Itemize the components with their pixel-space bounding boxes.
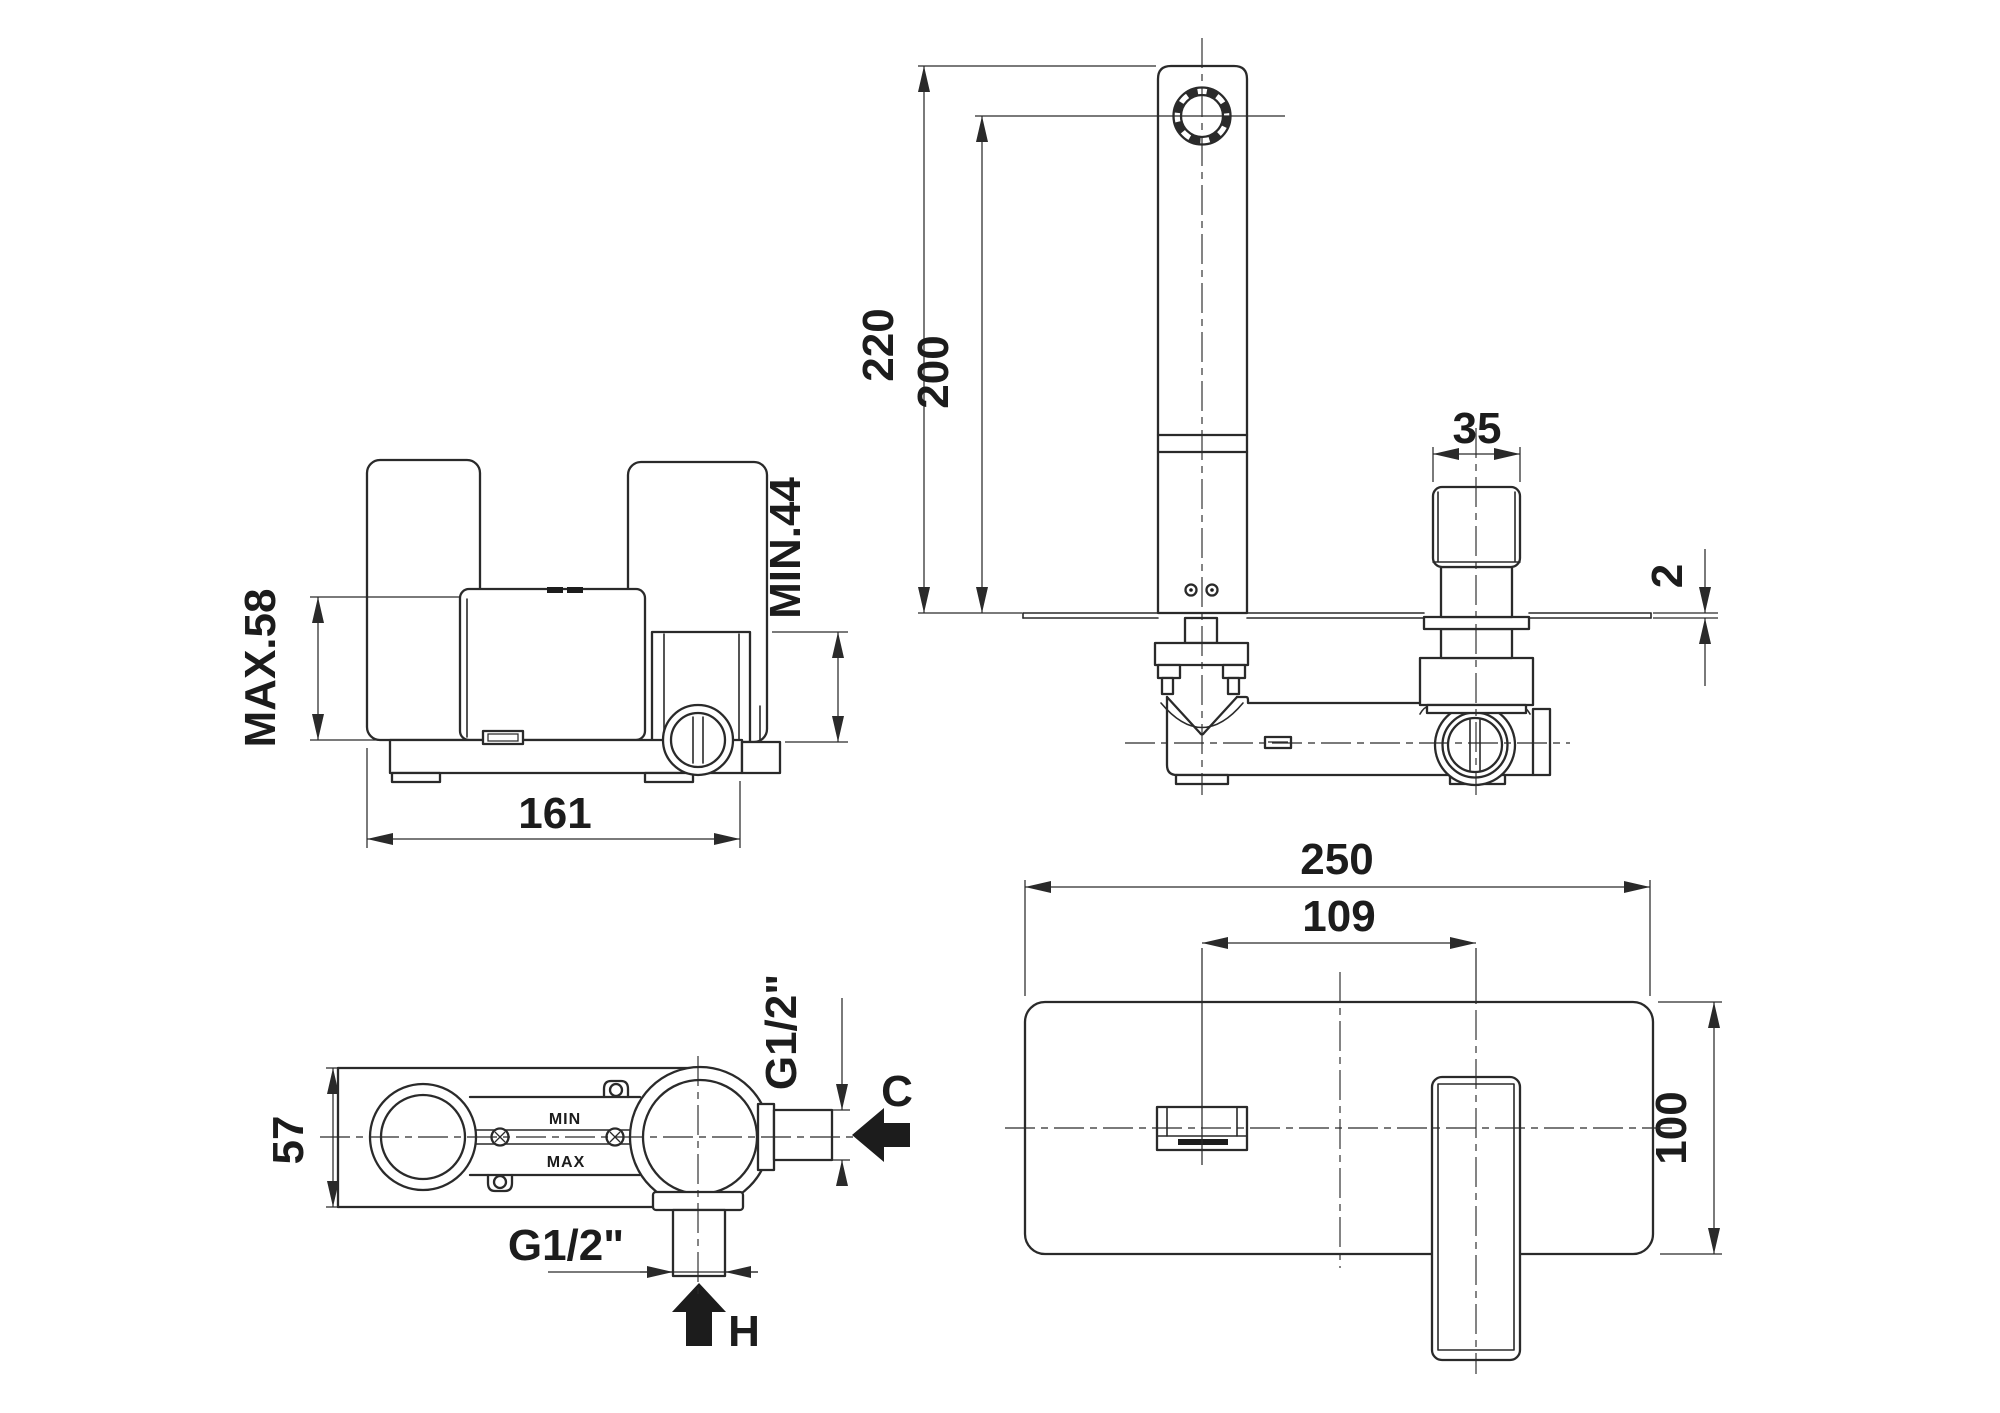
label-cold: C	[881, 1067, 913, 1116]
mount-tab-top	[602, 1079, 630, 1099]
cold-flow-arrow-icon	[852, 1108, 910, 1162]
dim-text-161: 161	[518, 789, 591, 838]
hot-inlet-pipe	[671, 1208, 727, 1278]
connection-slot	[692, 716, 704, 764]
dim-text-max58: MAX.58	[236, 589, 285, 748]
body-vent-mark	[547, 587, 563, 593]
spout-outlet-inner-edges	[1166, 1106, 1238, 1137]
set-screw-dot	[1210, 588, 1214, 592]
body-right-boss	[1531, 707, 1552, 777]
spout-connection-circle	[661, 703, 735, 777]
spout-aerator-slot	[1178, 1139, 1228, 1145]
body-latch	[481, 729, 525, 746]
dim-text-250: 250	[1300, 835, 1373, 884]
base-plate-right-bracket	[740, 740, 782, 775]
dim-text-hot-thread: G1/2"	[508, 1221, 624, 1270]
mixer-body-box	[458, 587, 647, 742]
dim-text-2: 2	[1643, 564, 1692, 588]
flange-lug	[1221, 663, 1247, 680]
ext-line	[1653, 612, 1718, 619]
flange-lug	[1156, 663, 1182, 680]
mount-tab-bottom	[486, 1173, 514, 1193]
dim-text-cold-thread: G1/2"	[757, 974, 806, 1090]
dim-text-220: 220	[854, 308, 903, 381]
view-front-trim: 250 109 100	[1005, 835, 1722, 1374]
body-top-edge	[1235, 695, 1422, 705]
mount-hole-top	[608, 1082, 624, 1098]
mount-hole-bottom	[492, 1174, 508, 1190]
dim-text-35: 35	[1453, 404, 1502, 453]
base-foot-left	[390, 771, 442, 784]
set-screw	[1184, 583, 1198, 597]
cold-inlet-pipe	[772, 1108, 834, 1162]
valve-body-inner	[1446, 716, 1504, 774]
flange-pin	[1226, 676, 1241, 696]
valve-slot	[1469, 719, 1481, 771]
spout-stem	[1183, 616, 1219, 645]
base-foot-right	[643, 771, 695, 784]
body-left-edge	[1165, 695, 1179, 777]
view-side-section: 220 200 35 2	[854, 38, 1718, 795]
label-max: MAX	[547, 1154, 586, 1171]
flange-pin	[1160, 676, 1175, 696]
dim-text-109: 109	[1302, 892, 1375, 941]
spout-connection-inner	[669, 711, 727, 769]
body-vent-mark	[567, 587, 583, 593]
set-screw-dot	[1189, 588, 1193, 592]
dim-text-min44: MIN.44	[761, 477, 810, 619]
label-min: MIN	[549, 1111, 581, 1128]
plate-screw-cross	[494, 1131, 506, 1143]
dim-text-57: 57	[264, 1116, 313, 1165]
view-top-rough-in: MIN MAX 57 G1/2" C G1/2" H	[264, 974, 913, 1356]
body-latch-inner	[487, 733, 519, 742]
label-hot: H	[728, 1307, 760, 1356]
view-front-rough-in: MAX.58 MIN.44 161	[236, 458, 848, 848]
ext-line	[832, 1109, 850, 1161]
wall-plate-end-caps	[1022, 612, 1652, 619]
set-screw	[1205, 583, 1219, 597]
handle-lever-inner	[1437, 1083, 1515, 1351]
dim-text-200: 200	[909, 335, 958, 408]
hot-flow-arrow-icon	[672, 1283, 726, 1346]
